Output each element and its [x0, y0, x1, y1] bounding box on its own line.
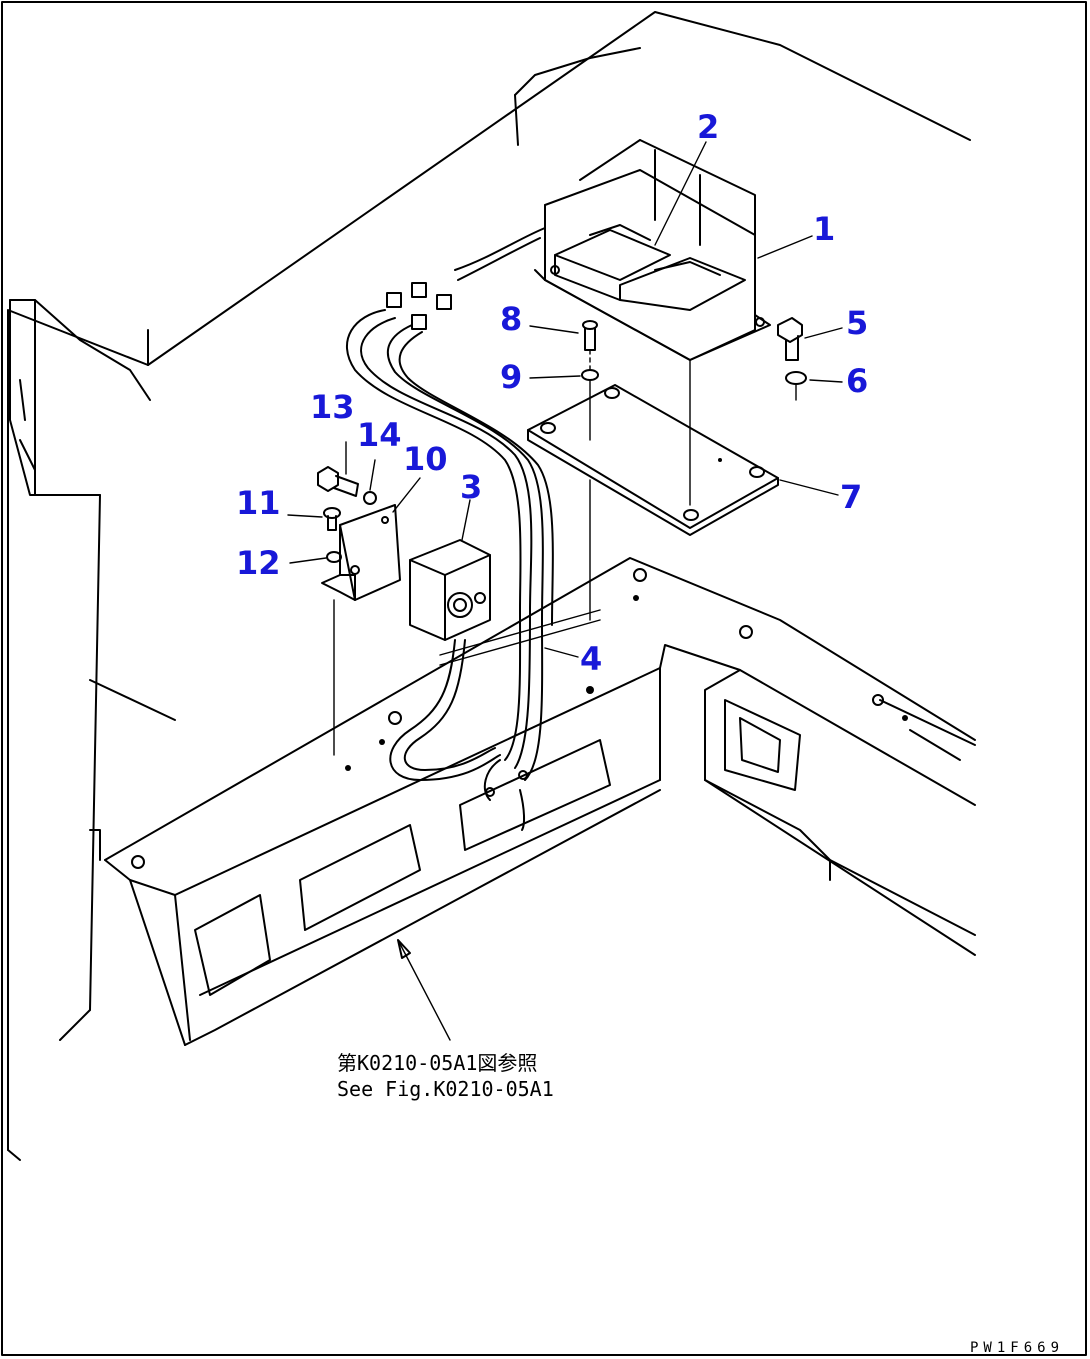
callout-6: 6	[846, 362, 868, 400]
leader-lines	[287, 141, 843, 658]
reference-note-japanese: 第K0210-05A1図参照	[337, 1051, 537, 1075]
bracket-and-switch	[321, 504, 491, 641]
callout-10: 10	[403, 440, 448, 478]
hardware	[317, 317, 807, 756]
callout-7: 7	[840, 478, 862, 516]
reference-note-english: See Fig.K0210-05A1	[337, 1077, 554, 1101]
mounting-plate	[527, 384, 779, 536]
cab-body-outline	[7, 11, 971, 1161]
callout-5: 5	[846, 304, 868, 342]
callout-13: 13	[310, 388, 355, 426]
callout-12: 12	[236, 544, 281, 582]
callout-11: 11	[236, 484, 281, 522]
callout-14: 14	[357, 416, 402, 454]
callout-9: 9	[500, 358, 522, 396]
floor-frame	[104, 557, 976, 1046]
callout-1: 1	[813, 210, 835, 248]
callout-4: 4	[580, 640, 602, 678]
callout-8: 8	[500, 300, 522, 338]
controller-unit	[534, 139, 771, 361]
callout-2: 2	[697, 108, 719, 146]
callout-3: 3	[460, 468, 482, 506]
callout-numbers: 2 1 8 9 5 6 7 13 14 10 3 11 12 4	[236, 108, 868, 678]
drawing-code: PW1F669	[970, 1340, 1064, 1356]
wiring-harness	[345, 227, 601, 831]
